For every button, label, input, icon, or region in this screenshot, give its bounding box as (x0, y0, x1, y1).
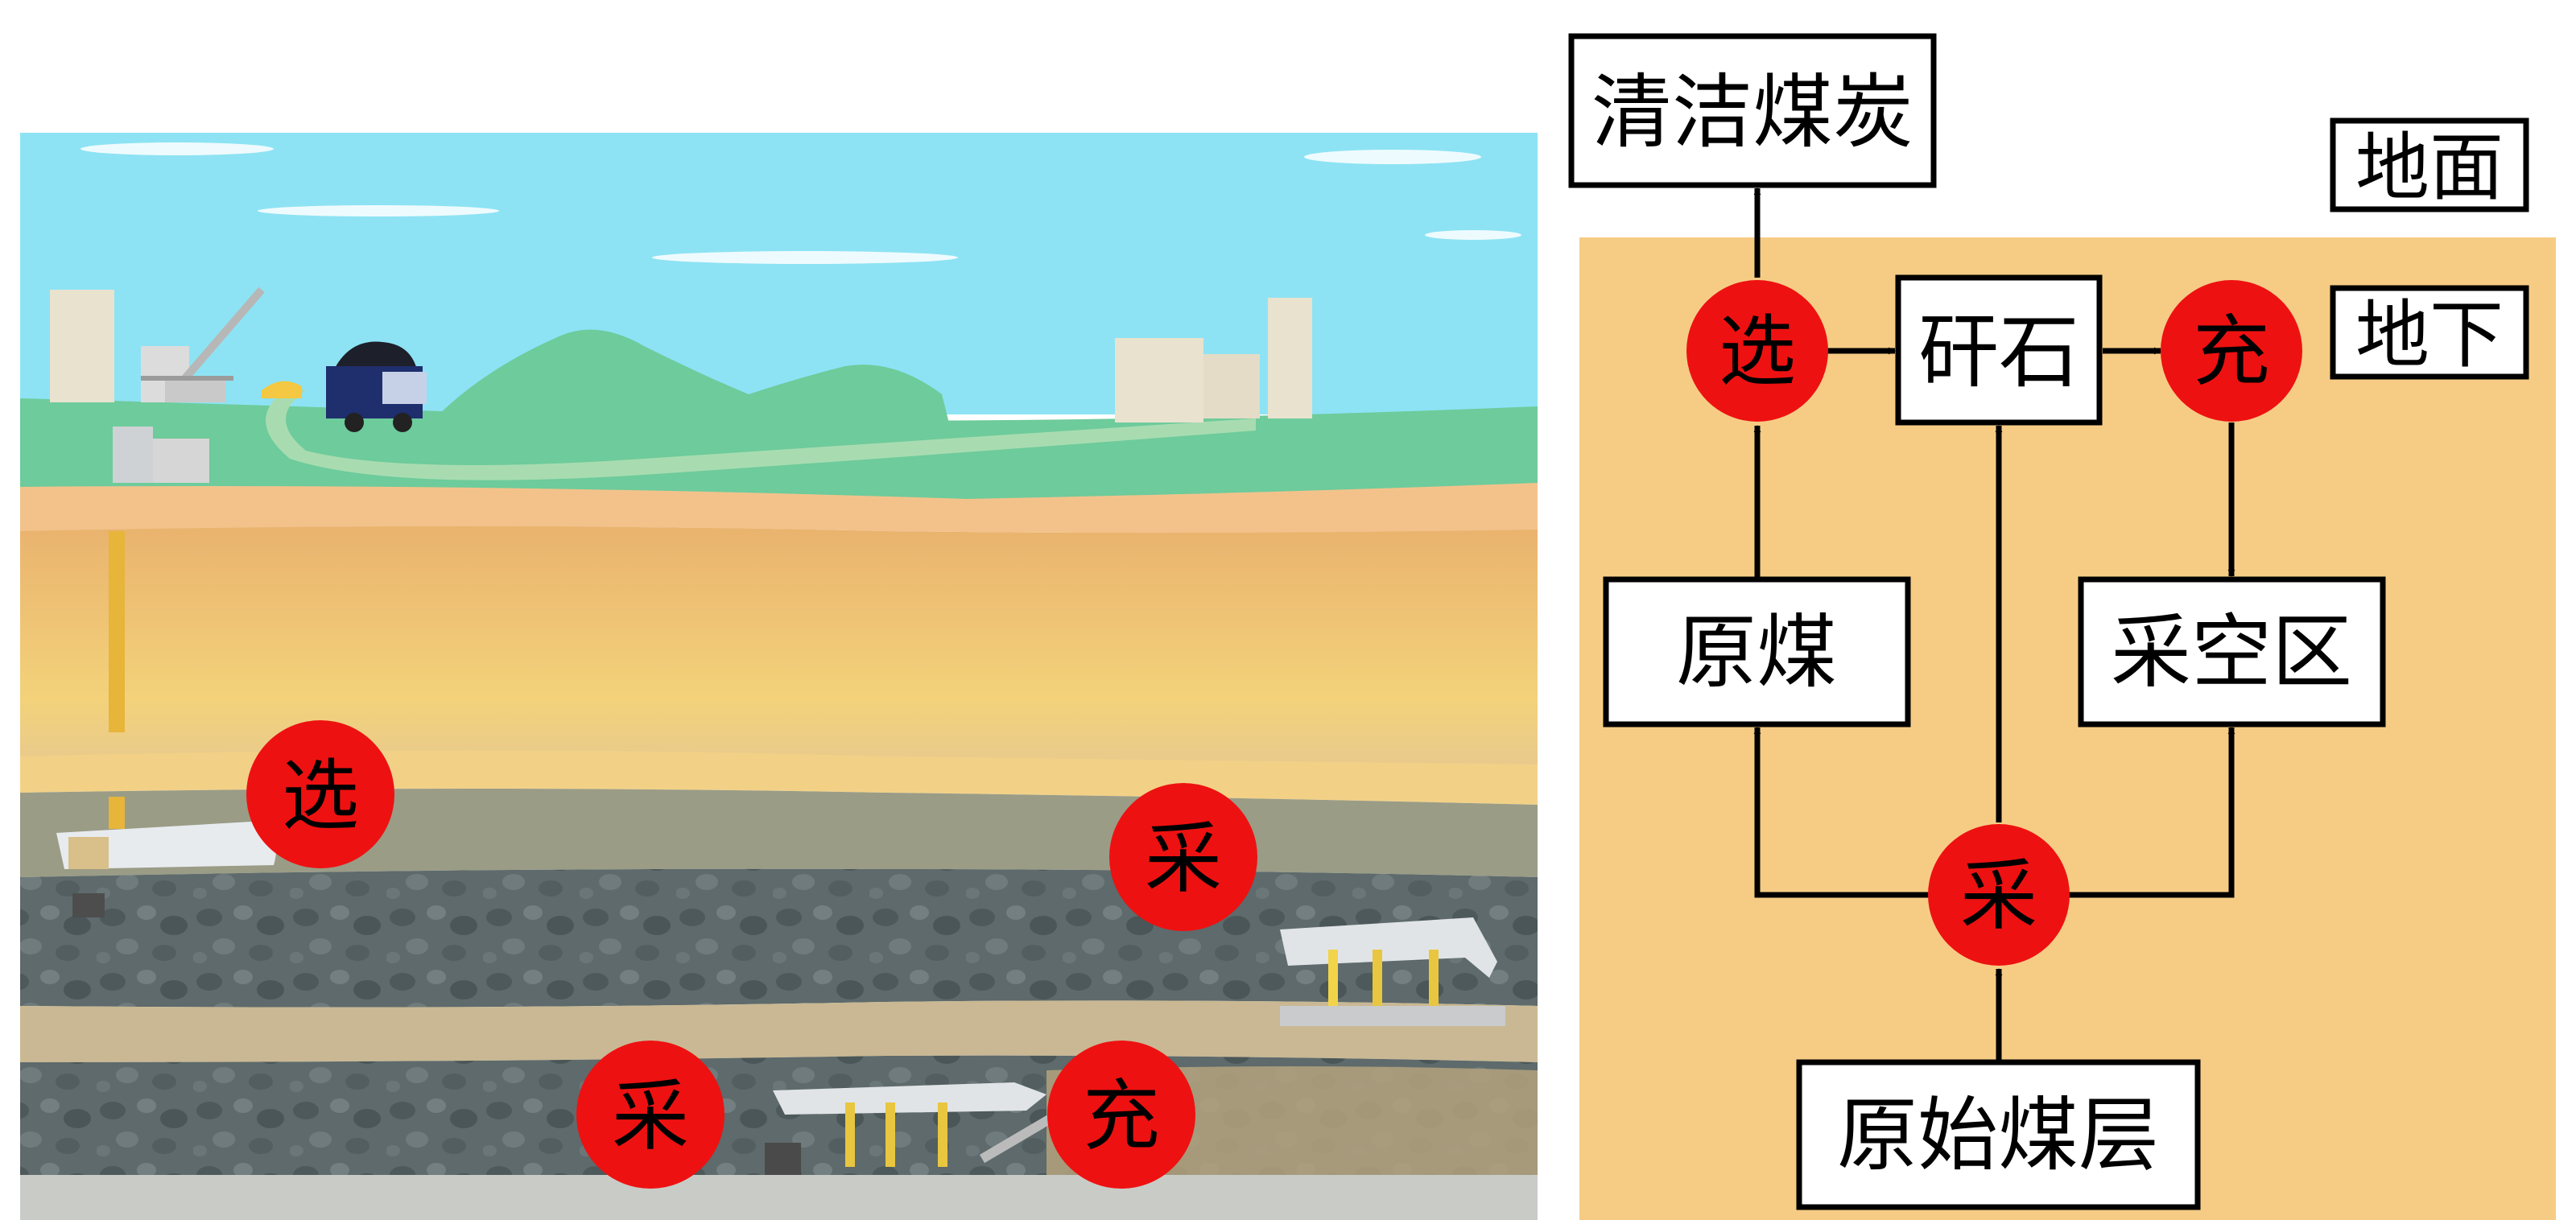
ground-label: 地面 (2355, 125, 2504, 211)
hills (435, 329, 950, 427)
circle-select: 选 (1686, 280, 1828, 422)
orange-stratum (20, 526, 1538, 773)
flow-arrows (1753, 188, 2235, 1062)
arrow-mine-to-goaf (2069, 727, 2235, 898)
process-flowchart: 地面 地下 清洁煤炭 矸石 原煤 采空区 原始煤层 (1568, 33, 2556, 1220)
clean-coal-label: 清洁煤炭 (1591, 65, 1913, 159)
coal-truck (326, 341, 427, 432)
marker-mine-upper-label: 采 (1145, 814, 1222, 904)
raw-coal-label: 原煤 (1676, 605, 1837, 699)
marker-select-left: 选 (246, 720, 394, 868)
circle-select-label: 选 (1719, 307, 1796, 397)
clean-coal-box: 清洁煤炭 (1568, 33, 1937, 188)
shaft (109, 531, 125, 829)
mine-illustration: 选 采 采 充 (20, 133, 1538, 1220)
goaf-box: 采空区 (2078, 576, 2386, 727)
marker-mine-upper: 采 (1109, 783, 1257, 931)
raw-coal-box: 原煤 (1603, 576, 1911, 727)
ground-label-box: 地面 (2330, 117, 2529, 212)
upper-coal-shearer (1280, 917, 1505, 1026)
underground-label-box: 地下 (2330, 285, 2529, 380)
underground-label: 地下 (2355, 292, 2504, 378)
marker-select-label: 选 (282, 751, 359, 841)
clouds (80, 142, 1521, 264)
circle-fill: 充 (2161, 280, 2302, 422)
gangue-label: 矸石 (1918, 305, 2079, 399)
original-seam-box: 原始煤层 (1796, 1059, 2201, 1210)
goaf-label: 采空区 (2111, 605, 2352, 699)
circle-mine-label: 采 (1960, 851, 2037, 941)
marker-mine-lower: 采 (576, 1041, 724, 1189)
coal-plant-buildings (50, 286, 302, 483)
soil-top-stratum (20, 483, 1538, 534)
original-seam-label: 原始煤层 (1837, 1088, 2159, 1182)
marker-fill-label: 充 (1083, 1071, 1160, 1161)
marker-mine-lower-label: 采 (612, 1071, 689, 1161)
circle-mine: 采 (1928, 824, 2070, 966)
marker-fill-left: 充 (1047, 1041, 1195, 1189)
power-plant-buildings (1115, 298, 1312, 422)
circle-fill-label: 充 (2193, 307, 2270, 397)
lower-coal-shearer (765, 1082, 1054, 1175)
road (266, 386, 1256, 480)
processing-machinery (56, 821, 277, 917)
bottom-stratum (20, 1175, 1538, 1220)
sand-band (20, 1000, 1538, 1062)
gangue-box: 矸石 (1895, 274, 2103, 426)
arrow-mine-to-raw-coal (1753, 727, 1932, 898)
